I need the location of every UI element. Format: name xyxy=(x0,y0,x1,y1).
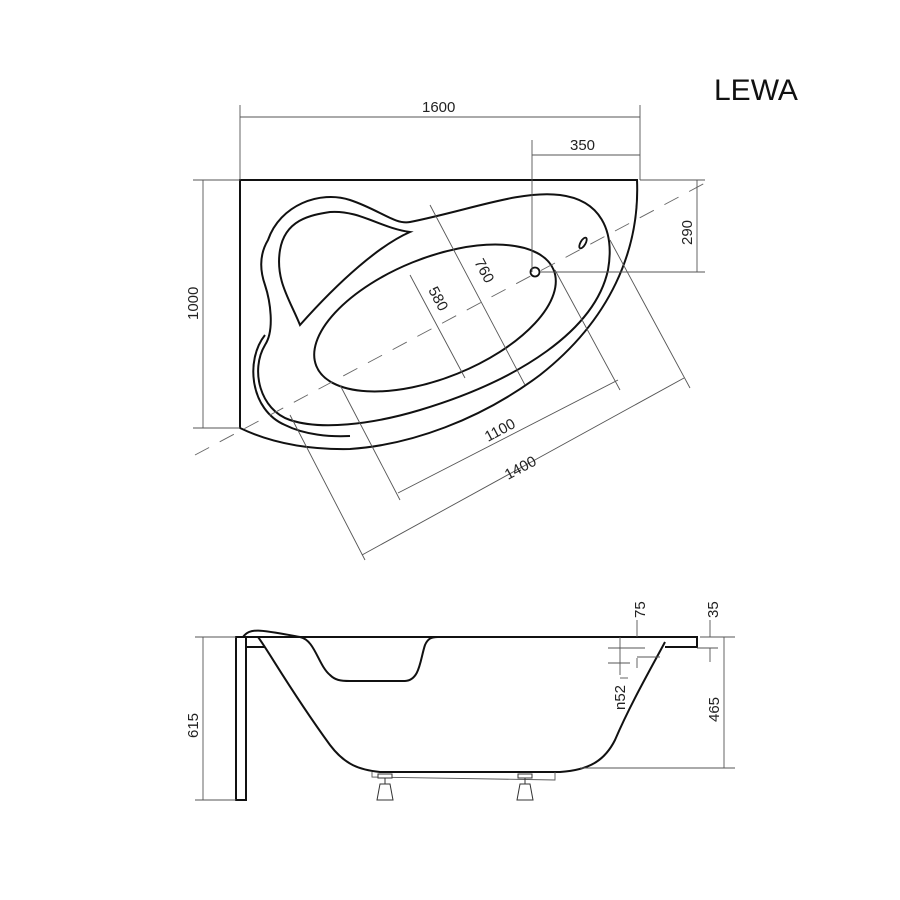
dim-overflow-n52: n52 xyxy=(612,685,629,710)
drain-icon xyxy=(529,266,541,278)
variant-title: LEWA xyxy=(714,74,798,107)
seat-recess xyxy=(299,636,439,682)
dim-line-580 xyxy=(409,274,466,379)
rim-inner-contour xyxy=(257,193,611,427)
rim-lip xyxy=(252,334,351,438)
side-view: 615 465 35 75 n52 xyxy=(185,601,735,801)
dim-1000: 1000 xyxy=(185,287,202,320)
foot-left xyxy=(376,773,394,801)
dim-465: 465 xyxy=(706,697,723,722)
tub-body xyxy=(257,636,666,773)
dim-290: 290 xyxy=(679,220,696,245)
dim-35: 35 xyxy=(705,601,722,618)
headrest-edge xyxy=(242,629,301,638)
axis-centerline xyxy=(194,182,706,456)
front-panel xyxy=(235,636,247,801)
bath-outline xyxy=(239,179,639,451)
dim-1600: 1600 xyxy=(422,99,455,116)
top-view: 1600 350 290 1000 760 580 1100 1400 xyxy=(185,99,706,561)
dim-line-1100 xyxy=(397,379,619,494)
dim-1400: 1400 xyxy=(502,453,539,484)
dim-line-760 xyxy=(429,204,526,386)
overflow-icon xyxy=(578,236,588,250)
foot-right xyxy=(516,773,534,801)
dim-615: 615 xyxy=(185,713,202,738)
armrest-contour xyxy=(278,210,414,327)
rim-top xyxy=(236,636,698,648)
dim-line-1400 xyxy=(361,377,685,556)
dim-760: 760 xyxy=(470,256,497,286)
basin-contour xyxy=(313,243,557,393)
dim-350: 350 xyxy=(570,137,595,154)
dim-75: 75 xyxy=(632,601,649,618)
